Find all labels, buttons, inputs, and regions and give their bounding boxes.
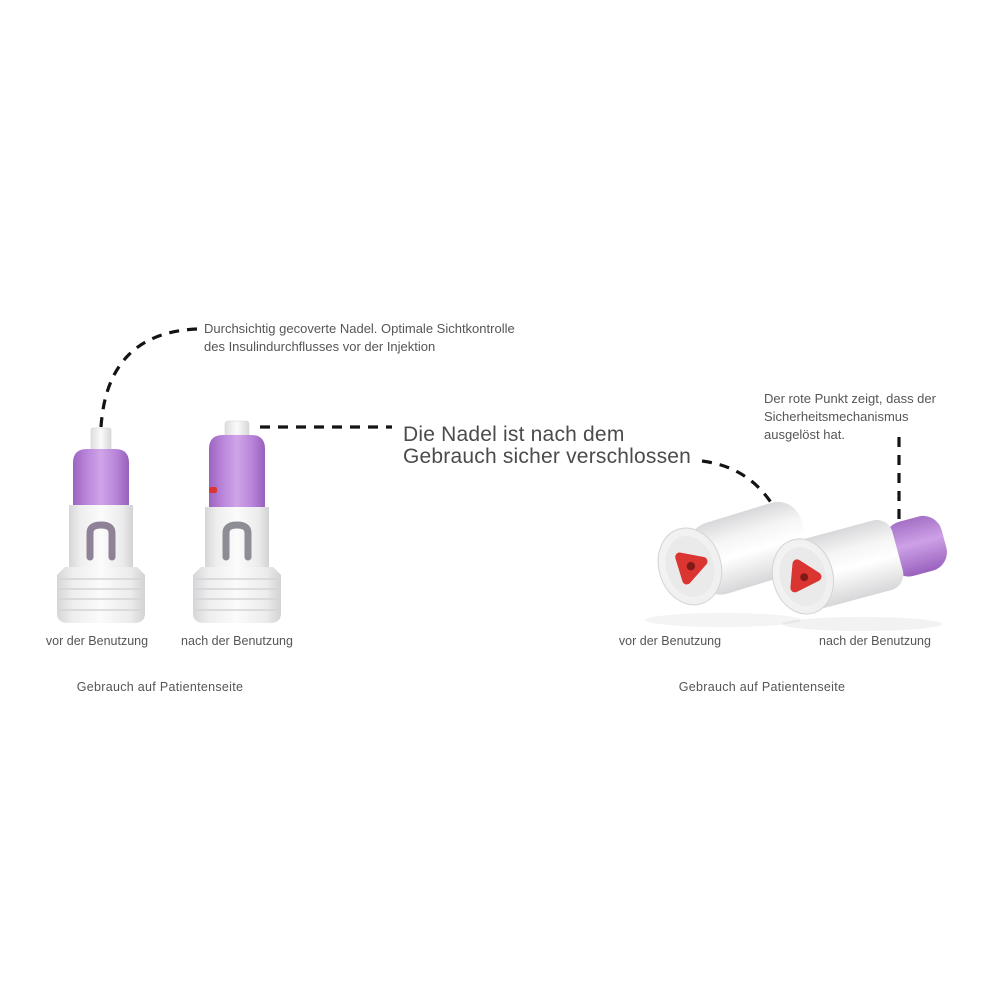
- left-callout-line1: Durchsichtig gecoverte Nadel. Optimale S…: [204, 321, 515, 336]
- left-callout-line2: des Insulindurchflusses vor der Injektio…: [204, 339, 436, 354]
- needle-body: [69, 505, 133, 567]
- right-callout-text: Der rote Punkt zeigt, dass der Sicherhei…: [764, 390, 936, 444]
- right-callout-line2: Sicherheitsmechanismus: [764, 409, 909, 424]
- purple-hub: [884, 515, 947, 577]
- red-safety-indicator: [209, 487, 217, 493]
- needle-front-before-illustration: [57, 427, 145, 623]
- left-caption: Gebrauch auf Patientenseite: [76, 680, 244, 694]
- right-label-after: nach der Benutzung: [819, 634, 931, 648]
- needle-shadow: [645, 613, 801, 627]
- right-label-before: vor der Benutzung: [618, 634, 722, 648]
- ribbed-base: [193, 567, 281, 623]
- base-ribs: [193, 578, 281, 611]
- purple-shield: [73, 449, 129, 507]
- needle-shadow: [782, 617, 942, 631]
- headline-line2: Gebrauch sicher verschlossen: [403, 445, 692, 468]
- base-ribs: [57, 578, 145, 611]
- ribbed-base: [57, 567, 145, 623]
- inspection-window: [86, 521, 116, 561]
- connector-left-callout: [99, 327, 198, 428]
- headline-line1: Die Nadel ist nach dem: [403, 423, 625, 446]
- purple-shield-extended: [209, 435, 265, 509]
- left-label-after: nach der Benutzung: [181, 634, 293, 648]
- needle-body: [205, 507, 269, 567]
- inspection-window: [222, 521, 252, 561]
- needle-front-after-illustration: [193, 420, 281, 623]
- left-callout-text: Durchsichtig gecoverte Nadel. Optimale S…: [204, 320, 515, 356]
- red-dot-center: [686, 561, 696, 571]
- right-caption: Gebrauch auf Patientenseite: [678, 680, 846, 694]
- right-callout-line1: Der rote Punkt zeigt, dass der: [764, 391, 936, 406]
- right-callout-line3: ausgelöst hat.: [764, 427, 845, 442]
- headline: Die Nadel ist nach dem Gebrauch sicher v…: [403, 424, 691, 468]
- left-label-before: vor der Benutzung: [45, 634, 149, 648]
- needle-side-after-illustration: [771, 515, 947, 615]
- red-dot-center: [800, 573, 809, 582]
